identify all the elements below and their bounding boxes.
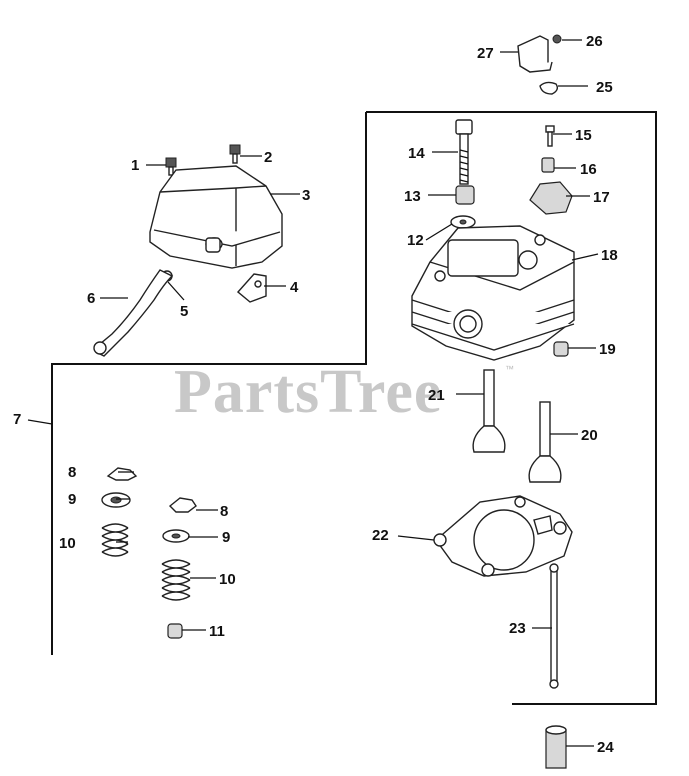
watermark-tm: ™ xyxy=(505,364,514,374)
callout-9-right: 9 xyxy=(222,529,230,546)
part-26-screw[interactable] xyxy=(552,34,562,44)
group-frame-cylinder-head xyxy=(366,111,657,705)
part-24-tappet[interactable] xyxy=(545,725,567,769)
part-11-valve-seal[interactable] xyxy=(167,623,183,639)
callout-5: 5 xyxy=(180,303,188,320)
part-1-screw[interactable] xyxy=(165,157,177,176)
group-frame-divider xyxy=(51,112,367,655)
part-25-clip[interactable] xyxy=(539,81,559,95)
callout-16: 16 xyxy=(580,161,597,178)
part-21-intake-valve[interactable] xyxy=(472,369,506,453)
callout-11: 11 xyxy=(209,623,225,640)
callout-12: 12 xyxy=(407,232,424,249)
callout-19: 19 xyxy=(599,341,616,358)
part-23-push-rod[interactable] xyxy=(549,563,559,689)
callout-8-left: 8 xyxy=(68,464,76,481)
callout-3: 3 xyxy=(302,187,310,204)
callout-24: 24 xyxy=(597,739,614,756)
part-8-keeper-right[interactable] xyxy=(168,497,197,513)
callout-23: 23 xyxy=(509,620,526,637)
callout-14: 14 xyxy=(408,145,425,162)
part-2-screw[interactable] xyxy=(229,144,241,164)
part-13-spacer[interactable] xyxy=(455,185,475,205)
part-27-bracket[interactable] xyxy=(517,35,553,73)
callout-10-left: 10 xyxy=(59,535,76,552)
part-22-head-gasket[interactable] xyxy=(433,495,573,577)
part-8-keeper-left[interactable] xyxy=(106,467,138,481)
part-10-spring-right[interactable] xyxy=(161,559,191,601)
part-3-valve-cover[interactable] xyxy=(149,165,283,269)
callout-9-left: 9 xyxy=(68,491,76,508)
callout-10-right: 10 xyxy=(219,571,236,588)
callout-13: 13 xyxy=(404,188,421,205)
part-19-fitting[interactable] xyxy=(553,341,569,357)
callout-1: 1 xyxy=(131,157,139,174)
callout-22: 22 xyxy=(372,527,389,544)
part-17-rocker[interactable] xyxy=(529,181,573,215)
callout-20: 20 xyxy=(581,427,598,444)
part-9-retainer-left[interactable] xyxy=(101,492,131,508)
callout-labels: 1 2 3 4 5 6 7 8 8 9 9 10 10 11 12 13 14 … xyxy=(13,33,618,756)
callout-15: 15 xyxy=(575,127,592,144)
part-9-retainer-right[interactable] xyxy=(162,529,190,543)
callout-7: 7 xyxy=(13,411,21,428)
part-10-spring-left[interactable] xyxy=(101,523,129,557)
callout-6: 6 xyxy=(87,290,95,307)
callout-26: 26 xyxy=(586,33,603,50)
part-18-cylinder-head[interactable] xyxy=(411,225,575,361)
part-6-breather-hose[interactable] xyxy=(93,269,174,357)
callout-2: 2 xyxy=(264,149,272,166)
callout-18: 18 xyxy=(601,247,618,264)
callout-4: 4 xyxy=(290,279,299,296)
part-20-exhaust-valve[interactable] xyxy=(528,401,562,483)
callout-17: 17 xyxy=(593,189,610,206)
part-14-head-bolt[interactable] xyxy=(455,119,473,185)
watermark: PartsTree xyxy=(174,358,442,426)
part-12-washer[interactable] xyxy=(450,215,476,229)
leader-lines xyxy=(27,39,599,747)
callout-8-right: 8 xyxy=(220,503,228,520)
part-4-bracket[interactable] xyxy=(236,273,267,303)
callout-27: 27 xyxy=(477,45,494,62)
part-15-screw[interactable] xyxy=(545,125,555,147)
callout-25: 25 xyxy=(596,79,613,96)
callout-21: 21 xyxy=(428,387,445,404)
part-16-fitting[interactable] xyxy=(541,157,555,173)
